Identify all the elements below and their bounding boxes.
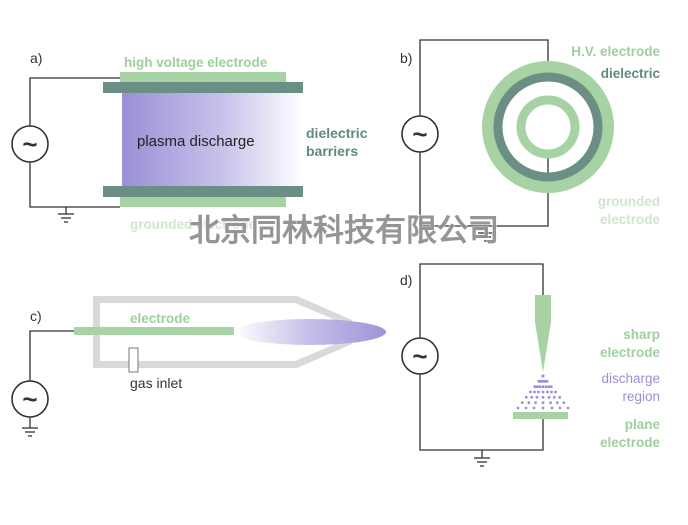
panel-c-gas-inlet [128,347,139,373]
panel-d-sharp-label-2: electrode [600,345,661,360]
panel-c-ac-source-icon: ~ [11,380,49,418]
panel-d-ground-icon [474,457,490,467]
panel-a-ac-source-icon: ~ [11,125,49,163]
panel-d-wire-top [419,263,544,338]
panel-a-dielectric-label-2: barriers [306,143,358,159]
svg-text:~: ~ [22,129,37,159]
panel-a-hv-label: high voltage electrode [124,55,268,70]
panel-b: b) ~ H.V. electrode dielectric grounded … [400,39,661,242]
panel-c-gas-label: gas inlet [130,375,182,391]
panel-b-hv-electrode-ring [482,61,614,193]
panel-a-dielectric-label-1: dielectric [306,125,368,141]
panel-d-ac-source-icon: ~ [401,337,439,375]
panel-b-hv-label: H.V. electrode [571,44,660,59]
panel-d: d) ~ sharp electrode discharge region pl… [400,263,661,467]
panel-c-electrode [74,327,234,335]
panel-d-plane-label-1: plane [625,417,661,432]
panel-a-ground-label: grounded electrode [130,217,257,232]
panel-c-ground-icon [22,427,38,437]
panel-c-tag: c) [30,308,42,324]
panel-a: a) ~ high voltage electrode plasma disch… [11,50,368,232]
panel-d-plane-electrode [513,412,568,419]
panel-b-dielectric-ring [493,72,603,182]
panel-b-wire-top [419,39,549,116]
panel-b-ground-icon [478,232,494,242]
panel-a-wire-top [29,77,120,126]
panel-a-wire-bottom [29,162,120,208]
svg-text:~: ~ [412,119,427,149]
panel-b-dielectric-label: dielectric [601,66,661,81]
panel-d-discharge-region [516,374,570,410]
panel-d-tag: d) [400,272,412,288]
panel-b-ac-source-icon: ~ [401,115,439,153]
panel-a-plasma-label: plasma discharge [137,133,255,150]
panel-c: c) ~ electrode gas inlet [11,296,386,437]
panel-c-electrode-label: electrode [130,311,191,326]
panel-a-ground-electrode [120,197,286,207]
panel-c-plasma-plume [234,319,386,345]
watermark: 北京同林科技有限公司 [189,213,499,249]
panel-b-ground-label-2: electrode [600,212,661,227]
panel-b-tag: b) [400,50,412,66]
svg-text:~: ~ [412,341,427,371]
panel-a-top-dielectric [103,82,303,93]
panel-d-discharge-label-1: discharge [601,371,660,386]
panel-a-ground-icon [58,213,74,223]
panel-a-hv-electrode [120,72,286,82]
panel-d-discharge-label-2: region [622,389,660,404]
panel-d-sharp-electrode [535,295,551,372]
panel-a-bottom-dielectric [103,186,303,197]
panel-a-plasma-region [122,93,304,186]
panel-b-ground-label-1: grounded [598,194,660,209]
panel-d-sharp-label-1: sharp [623,327,660,342]
panel-c-wire [29,330,74,382]
svg-text:~: ~ [22,384,37,414]
panel-d-plane-label-2: electrode [600,435,661,450]
panel-a-tag: a) [30,50,42,66]
panel-b-ground-electrode-ring [516,95,580,159]
